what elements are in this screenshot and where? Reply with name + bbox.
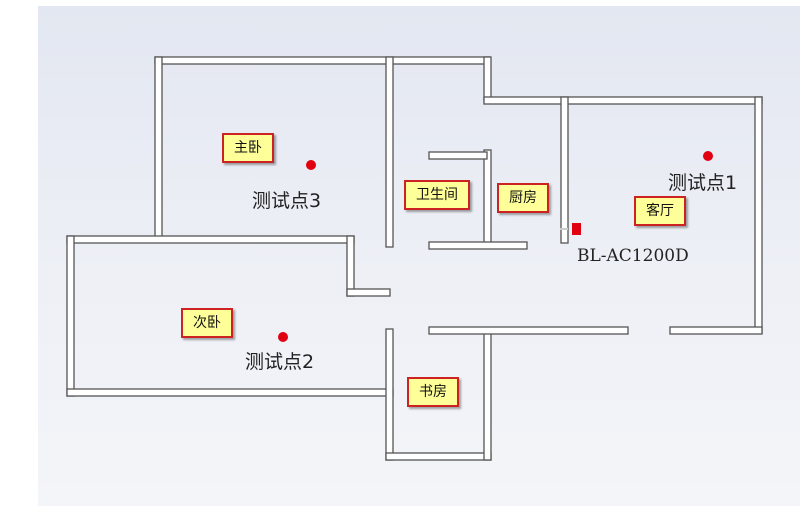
- test-point-1-marker: [703, 151, 713, 161]
- room-label-second-bedroom: 次卧: [181, 308, 233, 338]
- wall-living-right: [754, 96, 763, 334]
- test-point-1-label: 测试点1: [668, 172, 738, 194]
- wall-bath-kitchen: [483, 149, 492, 248]
- wall-bath-bottom: [428, 241, 528, 250]
- wall-bath-right-upper: [483, 56, 492, 102]
- test-point-3-marker: [306, 160, 316, 170]
- router-marker: [572, 223, 581, 235]
- test-point-2-marker: [278, 332, 288, 342]
- wall-corridor-bottom: [428, 326, 629, 335]
- room-label-master-bedroom: 主卧: [222, 133, 274, 163]
- wall-living-top: [483, 96, 763, 105]
- room-label-bathroom: 卫生间: [404, 180, 470, 210]
- left-margin: [0, 0, 38, 506]
- wall-second-bottom: [66, 388, 394, 397]
- wall-second-left: [66, 235, 75, 397]
- wall-living-bottom-right: [669, 326, 763, 335]
- wall-study-left: [385, 328, 394, 461]
- wall-master-bath: [385, 56, 394, 248]
- wall-kitchen-living: [560, 96, 569, 244]
- test-point-3-label: 测试点3: [252, 190, 322, 212]
- test-point-2-label: 测试点2: [245, 351, 315, 373]
- wall-master-top: [154, 56, 491, 65]
- wall-second-top: [66, 235, 355, 244]
- wall-study-right: [483, 332, 492, 461]
- room-label-kitchen: 厨房: [497, 183, 549, 213]
- room-label-study: 书房: [407, 377, 459, 407]
- room-label-living-room: 客厅: [634, 196, 686, 226]
- plan-background: [38, 6, 800, 506]
- router-model-label: BL-AC1200D: [577, 246, 689, 266]
- wall-bath-inner-top: [428, 151, 488, 160]
- wall-second-notch-v: [346, 235, 355, 297]
- wall-master-left: [154, 56, 163, 241]
- wall-second-notch-h: [346, 288, 391, 297]
- wall-study-bottom: [385, 452, 492, 461]
